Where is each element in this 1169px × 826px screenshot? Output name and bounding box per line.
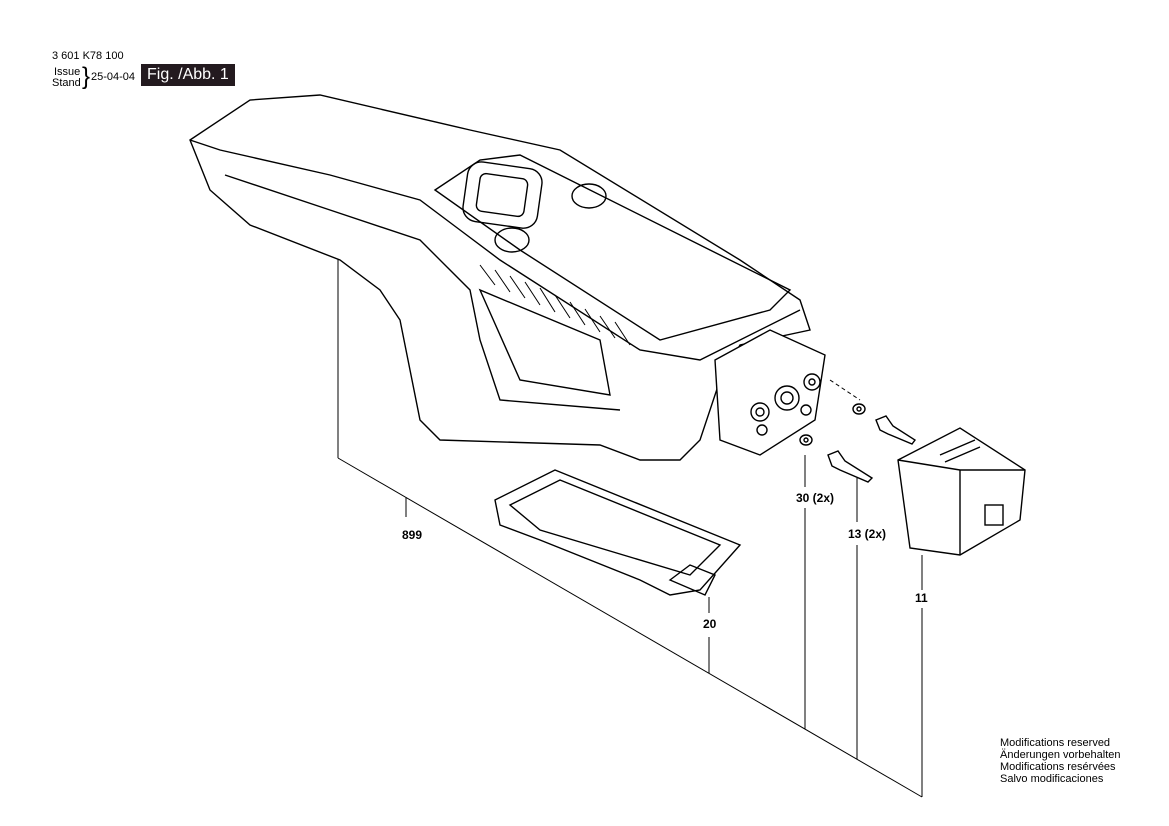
issue-label: Issue [54, 66, 81, 78]
washer-30 [799, 403, 866, 446]
footer-notes: Modifications reserved Änderungen vorbeh… [1000, 737, 1120, 785]
date: 25-04-04 [91, 71, 136, 83]
cap-11 [897, 427, 1026, 556]
device-housing-899 [189, 94, 826, 461]
part-label-11: 11 [915, 591, 928, 605]
part-label-899: 899 [402, 528, 423, 542]
part-label-13: 13 (2x) [848, 527, 887, 541]
note: Änderungen vorbehalten [1000, 749, 1121, 761]
brace: } [82, 63, 91, 90]
stand-label: Stand [52, 77, 81, 89]
note: Modifications resérvées [1000, 761, 1116, 773]
leader-lines [337, 255, 923, 798]
part-number: 3 601 K78 100 [52, 50, 124, 62]
part-label-20: 20 [703, 617, 717, 631]
figure-label: Fig. /Abb. 1 [141, 64, 235, 86]
note: Salvo modificaciones [1000, 773, 1104, 785]
note: Modifications reserved [1000, 737, 1111, 749]
pin-13 [827, 415, 917, 483]
part-label-30: 30 (2x) [796, 491, 835, 505]
battery-cover-20 [494, 469, 742, 596]
